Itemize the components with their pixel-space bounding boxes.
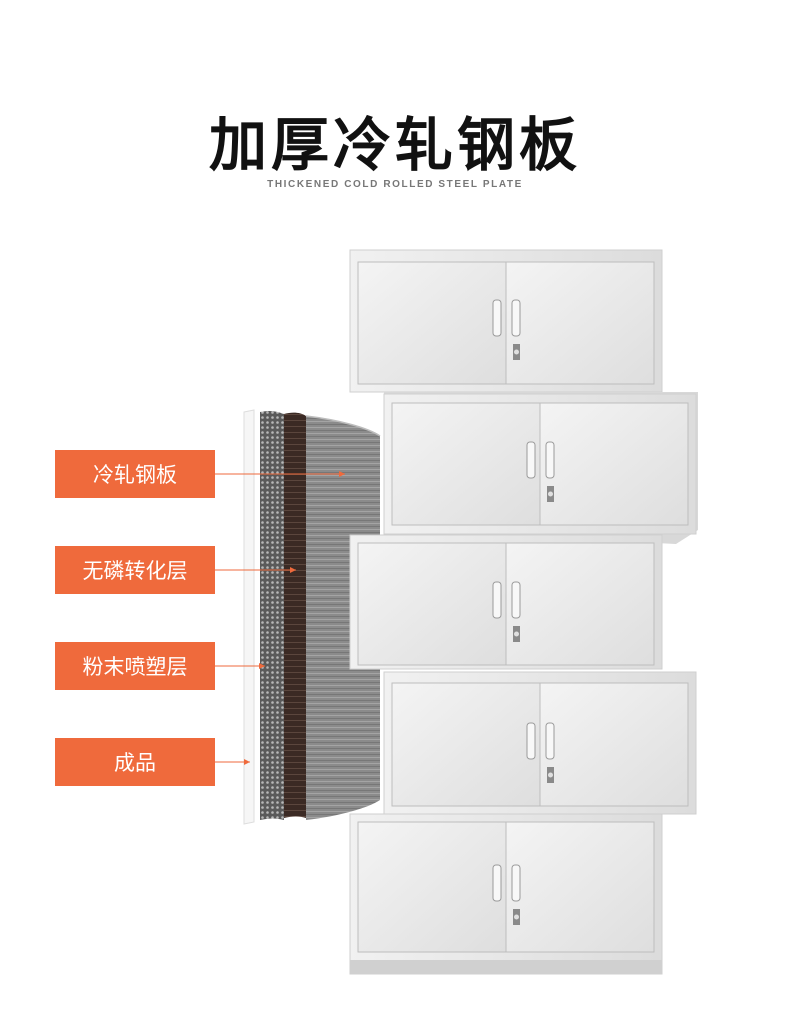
layer-label-powder-coating: 粉末喷塑层	[55, 642, 215, 690]
layer-label-phosphate-free-conversion: 无磷转化层	[55, 546, 215, 594]
layer-label-finished-product: 成品	[55, 738, 215, 786]
cabinet-module-icon-5	[349, 813, 663, 975]
cabinet-module-icon-3	[349, 534, 663, 670]
cabinet-module-icon-1	[349, 249, 663, 393]
page-title: 加厚冷轧钢板	[208, 111, 581, 179]
page-subtitle: THICKENED COLD ROLLED STEEL PLATE	[267, 179, 523, 190]
cabinet-module-icon-4	[383, 671, 697, 815]
steel-plate-layers-icon	[243, 409, 381, 825]
cabinet-module-icon-2	[383, 392, 698, 544]
layer-label-cold-rolled-steel: 冷轧钢板	[55, 450, 215, 498]
